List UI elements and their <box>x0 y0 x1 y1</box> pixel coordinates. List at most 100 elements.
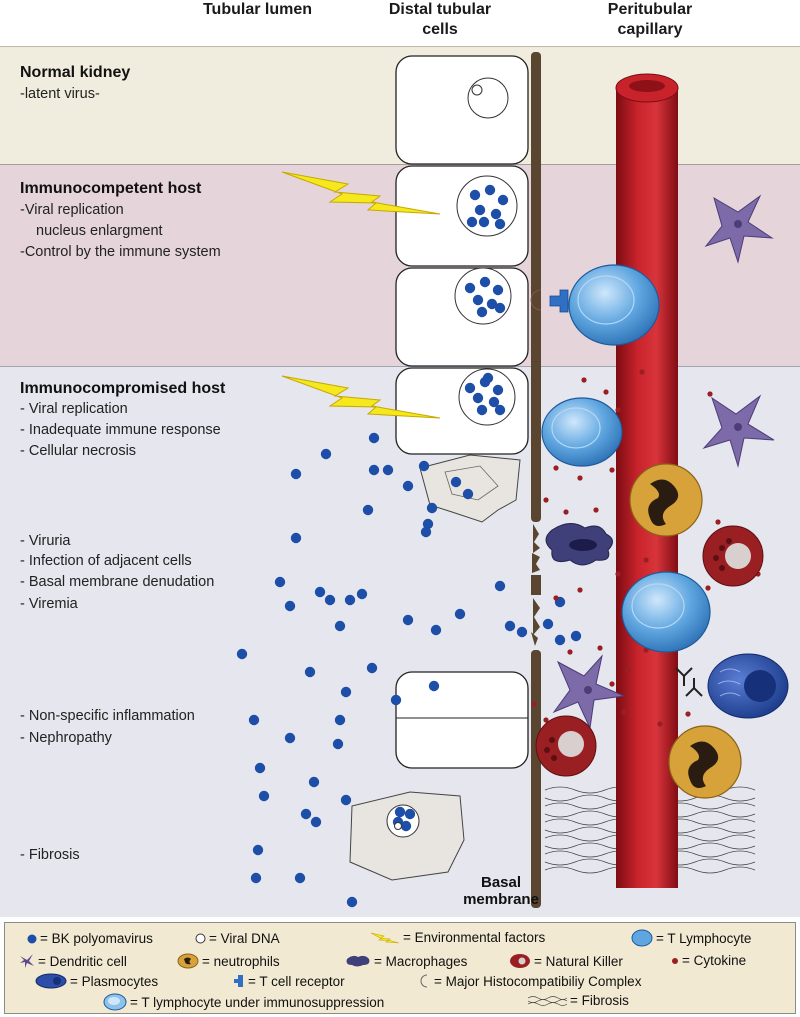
viruria-line: - Infection of adjacent cells <box>20 553 192 569</box>
legend-mhc: = Major Histocompatibiliy Complex <box>417 973 641 989</box>
mhc-icon <box>530 289 542 311</box>
t-cell-receptor-icon <box>234 975 243 987</box>
cytokine-particle <box>615 407 621 413</box>
bk-virus-particle <box>454 608 466 620</box>
bk-virus-particle <box>504 620 516 632</box>
cytokine-particle <box>593 507 599 513</box>
legend-viral-dna-label: = Viral DNA <box>209 931 280 946</box>
legend-environmental: = Environmental factors <box>370 930 545 945</box>
bk-virus-particle <box>290 468 302 480</box>
plasmocyte-icon <box>35 973 67 989</box>
immunocompromised-title: Immunocompromised host <box>20 380 226 397</box>
bk-virus-particle <box>492 384 504 396</box>
bk-virus-particle <box>428 680 440 692</box>
bk-virus-particle <box>484 184 496 196</box>
bk-virus-particle <box>274 576 286 588</box>
bk-virus-particle <box>450 476 462 488</box>
tubular-cell-normal <box>395 55 529 165</box>
bk-virus-particle <box>490 208 502 220</box>
antibodies <box>675 667 703 697</box>
lightning-icon <box>281 375 441 419</box>
bk-virus-particle <box>236 648 248 660</box>
legend-macrophages: = Macrophages <box>345 953 467 969</box>
legend-fibrosis: = Fibrosis <box>527 993 629 1008</box>
bk-virus-particle <box>304 666 316 678</box>
bk-virus-particle <box>356 588 368 600</box>
neutrophil-icon <box>177 953 199 969</box>
bk-virus-particle <box>400 820 412 832</box>
dendritic-cell-icon <box>552 654 626 730</box>
t-lymphocyte-icon <box>103 993 127 1011</box>
bk-virus-particle <box>479 276 491 288</box>
bk-virus-particle <box>340 794 352 806</box>
basal-membrane <box>531 52 541 908</box>
viral-dna-icon <box>195 933 206 944</box>
bk-virus-particle <box>469 189 481 201</box>
neutrophil-icon <box>629 463 703 537</box>
bk-virus-particle <box>300 808 312 820</box>
header-distal-tubular-cells: Distal tubular cells <box>370 0 510 40</box>
bk-virus-nephropathy-diagram <box>236 52 789 908</box>
cytokine-particle <box>597 645 603 651</box>
bk-virus-particle <box>472 294 484 306</box>
bk-virus-particle <box>430 624 442 636</box>
bk-virus-particle <box>310 816 322 828</box>
macrophage <box>545 523 613 566</box>
membrane-fragments <box>531 524 540 646</box>
viruria-line: - Basal membrane denudation <box>20 574 215 590</box>
bk-virus-particle <box>324 594 336 606</box>
viral-dna-particle <box>394 822 402 830</box>
legend-plasmocytes-label: = Plasmocytes <box>70 973 159 989</box>
cytokine-particle <box>705 585 711 591</box>
basal-membrane-label: Basal membrane <box>446 874 556 908</box>
legend-mhc-label: = Major Histocompatibiliy Complex <box>434 973 642 989</box>
fibrosis-line: - Fibrosis <box>20 847 80 863</box>
cytokine-particle <box>609 681 615 687</box>
cytokine-particle <box>577 587 583 593</box>
bk-virus-particle <box>478 216 490 228</box>
immunocompromised-line: - Cellular necrosis <box>20 443 137 459</box>
mhc-icon <box>420 974 428 988</box>
cytokine-particle <box>553 465 559 471</box>
bk-virus-particle <box>332 738 344 750</box>
legend-bk-virus: = BK polyomavirus <box>27 931 153 946</box>
legend-cytokine: = Cytokine <box>671 953 746 968</box>
cytokine-particle <box>567 649 573 655</box>
normal-kidney-line: -latent virus- <box>20 86 100 102</box>
bk-virus-particle <box>390 694 402 706</box>
bk-virus-particle <box>346 896 358 908</box>
bk-virus-particle <box>308 776 320 788</box>
bk-virus-particle <box>476 404 488 416</box>
bk-virus-particle <box>476 306 488 318</box>
cytokine-particle <box>531 701 537 707</box>
bk-virus-particle <box>402 614 414 626</box>
bk-virus-particle <box>474 204 486 216</box>
normal-kidney-title: Normal kidney <box>20 64 131 81</box>
bk-virus-particle <box>464 282 476 294</box>
immunocompromised-line: - Inadequate immune response <box>20 422 221 438</box>
bk-virus-particle <box>426 502 438 514</box>
bk-virus-particle <box>497 194 509 206</box>
basal-label-line2: membrane <box>463 891 539 908</box>
bk-virus-particle <box>334 620 346 632</box>
bk-virus-particle <box>250 872 262 884</box>
lightning-icon <box>281 171 441 215</box>
bk-virus-particle <box>482 372 494 384</box>
bk-virus-particle <box>284 732 296 744</box>
legend-neutrophils-label: = neutrophils <box>202 953 280 969</box>
bk-virus-particle <box>466 216 478 228</box>
lightning-icon <box>370 932 400 943</box>
natural-killer-icon <box>535 715 597 777</box>
cytokine-icon <box>672 957 678 964</box>
header-distal-line1: Distal tubular <box>388 1 492 18</box>
bk-virus-particle <box>570 630 582 642</box>
tubular-cell-infected-1 <box>395 165 529 267</box>
cytokine-particle <box>543 497 549 503</box>
t-lymphocyte-icon <box>568 264 660 346</box>
immunocompetent-line: -Viral replication <box>20 202 124 218</box>
viruria-line: - Viruria <box>20 533 71 549</box>
bk-virus-particle <box>494 404 506 416</box>
cytokine-particle <box>639 369 645 375</box>
basal-label-line1: Basal <box>480 874 522 891</box>
bk-virus-particle <box>340 686 352 698</box>
